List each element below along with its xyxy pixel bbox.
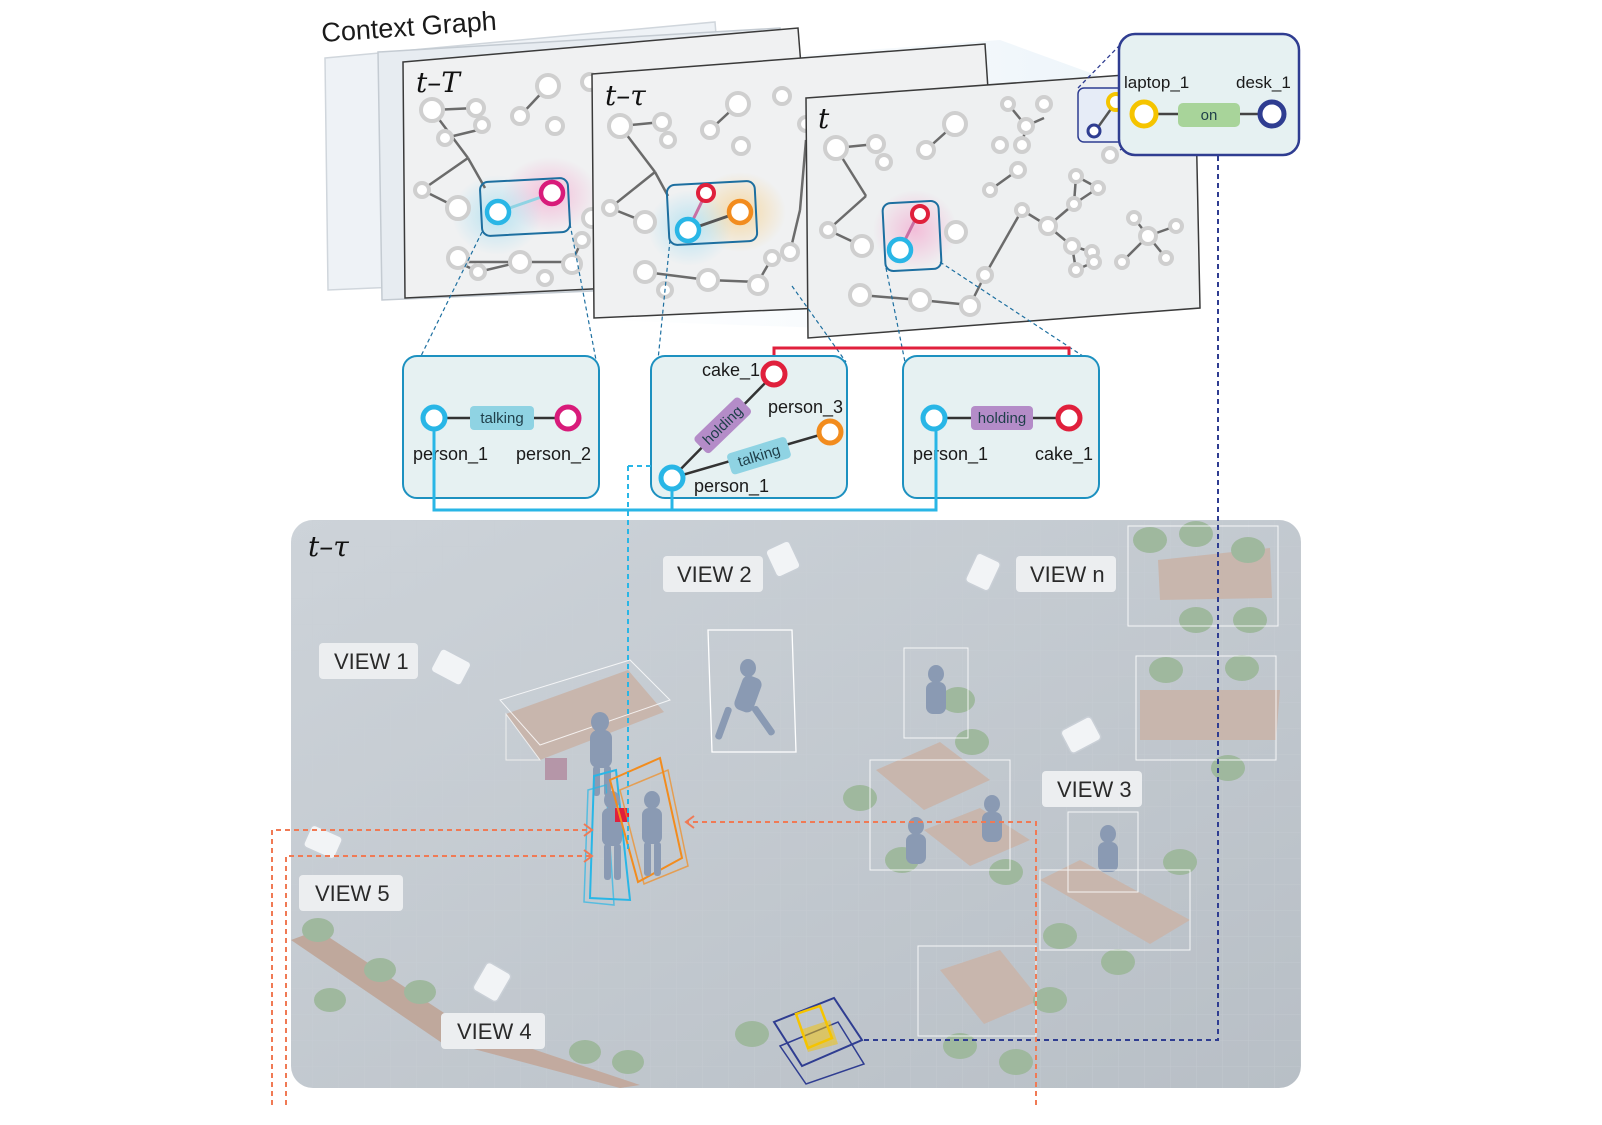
svg-text:VIEW 2: VIEW 2 xyxy=(677,562,752,587)
person-2-node xyxy=(554,404,582,432)
view-label-5: VIEW 5 xyxy=(299,875,403,911)
relation-holding-badge xyxy=(971,406,1033,430)
svg-text:VIEW n: VIEW n xyxy=(1030,562,1105,587)
node-label: person_1 xyxy=(413,444,488,465)
node-label: person_3 xyxy=(768,397,843,418)
relation-label: talking xyxy=(480,410,523,427)
view-label-1: VIEW 1 xyxy=(319,643,418,679)
inset-laptop-desk: on laptop_1 desk_1 xyxy=(1117,32,1301,157)
frame-label: t–T xyxy=(416,66,462,99)
person-1-node xyxy=(420,404,448,432)
work-table xyxy=(499,659,671,780)
node-label: person_1 xyxy=(694,476,769,497)
node-label: cake_1 xyxy=(702,360,760,381)
frame-label: t–τ xyxy=(605,79,646,112)
person-1-node xyxy=(920,404,948,432)
desk-label: desk_1 xyxy=(1236,73,1291,92)
relation-talking-badge xyxy=(727,437,791,475)
relation-holding-badge xyxy=(694,397,752,454)
dining-area xyxy=(735,521,1280,1075)
person-1-node xyxy=(658,464,686,492)
running-person xyxy=(707,629,797,753)
subgraph-panel-3: holding person_1 cake_1 xyxy=(902,355,1100,499)
svg-text:VIEW 1: VIEW 1 xyxy=(334,649,409,674)
person-identity-link xyxy=(432,430,938,512)
view-label-n: VIEW n xyxy=(1016,556,1116,592)
context-graph-title: Context Graph xyxy=(320,6,497,48)
frame-label: t xyxy=(818,102,830,135)
view-label-3: VIEW 3 xyxy=(1042,771,1142,807)
scene-time-label: t–τ xyxy=(308,530,349,563)
laptop-desk-bbox xyxy=(772,996,866,1085)
cake-1-node xyxy=(760,360,788,388)
desk-node xyxy=(1257,99,1287,129)
svg-text:VIEW 3: VIEW 3 xyxy=(1057,777,1132,802)
view-label-4: VIEW 4 xyxy=(441,1013,545,1049)
scene-panel: t–τ xyxy=(291,520,1301,1088)
laptop-desk-connector xyxy=(862,156,1219,1041)
camera-icon xyxy=(303,540,1102,1003)
subgraph-panel-1: talking person_1 person_2 xyxy=(402,355,600,499)
svg-text:VIEW 4: VIEW 4 xyxy=(457,1019,532,1044)
relation-on-badge xyxy=(1178,103,1240,127)
laptop-label: laptop_1 xyxy=(1124,73,1189,92)
node-label: person_2 xyxy=(516,444,591,465)
cake-1-node xyxy=(1055,404,1083,432)
view-connectors xyxy=(271,821,1037,1105)
subgraph-panel-2: holding talking cake_1 person_3 person_1 xyxy=(650,355,848,499)
person-3-node xyxy=(816,418,844,446)
relation-talking-badge xyxy=(470,406,534,430)
frame-t: t xyxy=(805,69,1201,339)
arrow-heads xyxy=(583,815,695,863)
node-label: person_1 xyxy=(913,444,988,465)
relation-label: holding xyxy=(978,410,1026,427)
relation-on-label: on xyxy=(1201,107,1218,124)
laptop-node xyxy=(1129,99,1159,129)
view-label-2: VIEW 2 xyxy=(663,556,763,592)
svg-text:VIEW 5: VIEW 5 xyxy=(315,881,390,906)
node-label: cake_1 xyxy=(1035,444,1093,465)
